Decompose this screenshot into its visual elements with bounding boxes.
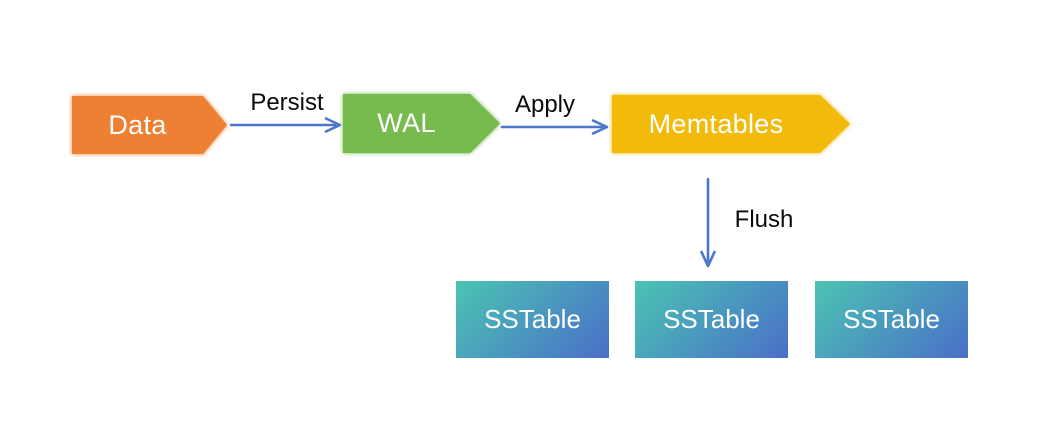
- flush-edge-label: Flush: [734, 206, 794, 233]
- sstable-node-2: SSTable: [635, 281, 788, 358]
- wal-node-shape: WAL: [343, 94, 500, 153]
- sstable-node-1: SSTable: [456, 281, 609, 358]
- sstable-node-1-label: SSTable: [484, 304, 581, 334]
- data-node-shape: Data: [72, 96, 227, 154]
- apply-edge-label: Apply: [514, 91, 576, 118]
- persist-arrow: [229, 117, 342, 133]
- apply-arrow: [500, 119, 609, 135]
- memtables-node-shape: Memtables: [612, 95, 850, 153]
- flush-arrow: [700, 177, 716, 268]
- persist-edge-label: Persist: [250, 89, 324, 116]
- wal-node-label: WAL: [377, 108, 436, 138]
- sstable-node-3: SSTable: [815, 281, 968, 358]
- data-node: Data: [72, 96, 227, 154]
- wal-node: WAL: [343, 94, 500, 153]
- memtables-node: Memtables: [612, 95, 850, 153]
- sstable-node-3-label: SSTable: [843, 304, 940, 334]
- memtables-node-label: Memtables: [648, 108, 784, 139]
- data-node-label: Data: [108, 109, 167, 140]
- sstable-node-2-label: SSTable: [663, 304, 760, 334]
